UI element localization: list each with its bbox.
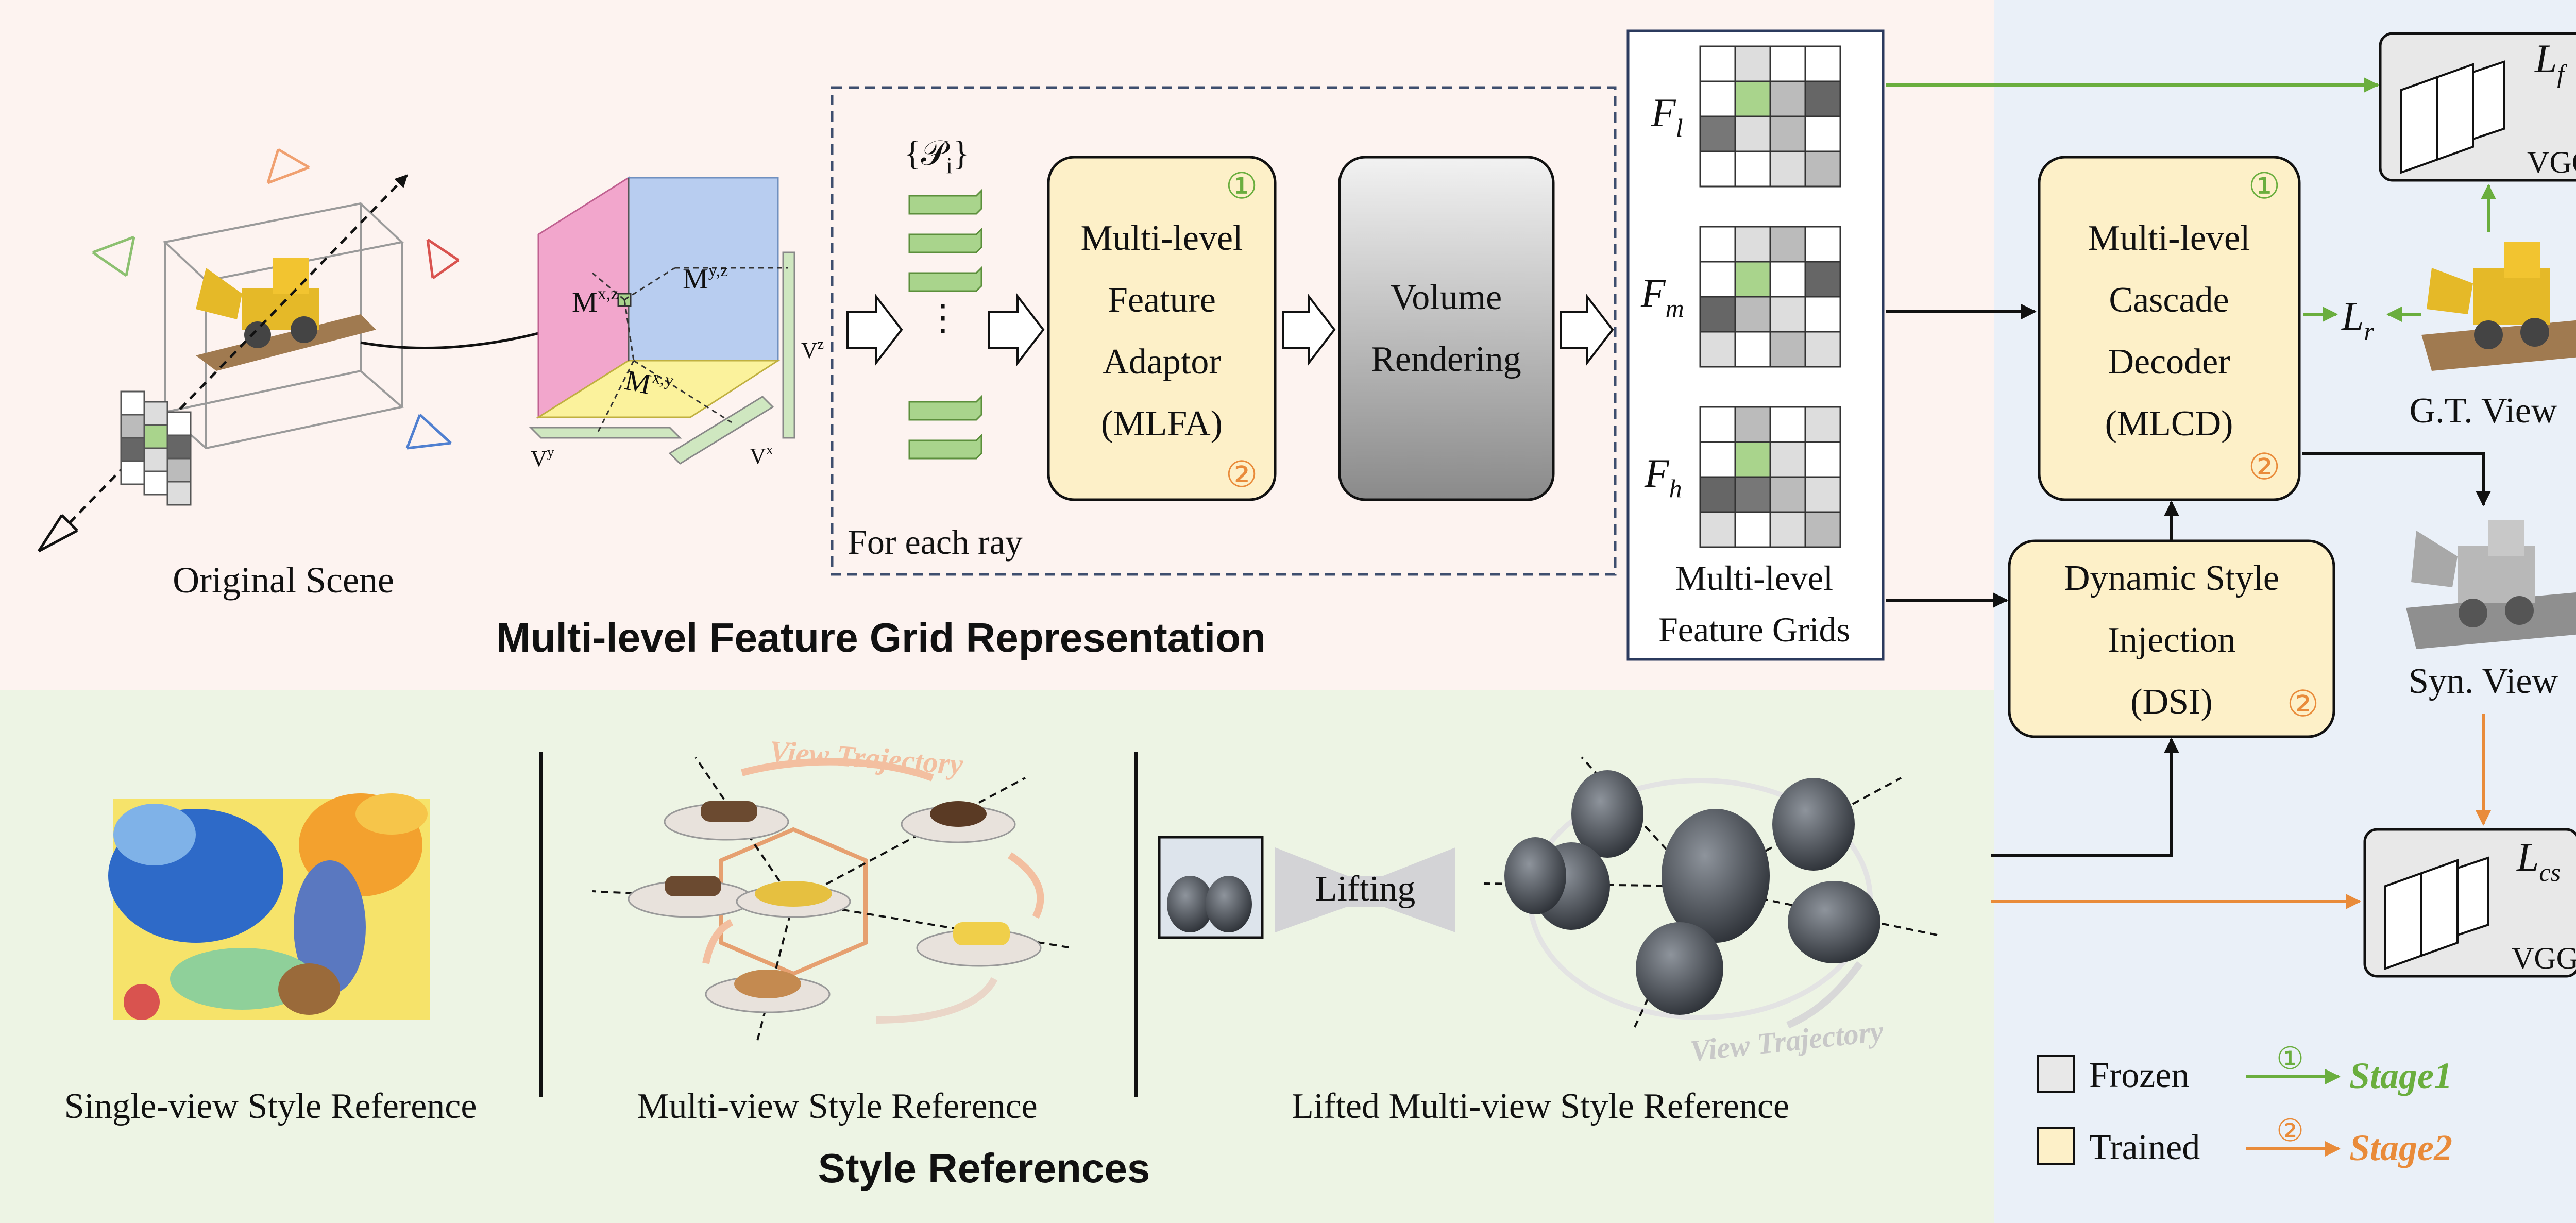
original-scene: Original Scene [37,148,625,601]
vgg-top-label: VGG [2527,145,2576,179]
mlcd-module [2038,156,2301,501]
vgg-bottom: VGG Lcs [2363,828,2576,978]
multi-view-style-image [592,756,1072,1041]
lifted-multi-view-image [1483,756,1938,1031]
dsi-line-2: Injection [2108,620,2236,660]
feature-grids-caption-2: Feature Grids [1658,610,1850,649]
dsi-stage2-badge: ② [2287,683,2319,725]
single-view-caption: Single-view Style Reference [64,1086,477,1126]
gt-view-image [2421,242,2576,371]
mlcd-line-2: Cascade [2109,280,2229,320]
camera-icon-red [426,238,460,280]
plane-label-xy: Mx,y [622,362,675,405]
feature-grid-m-label: Fm [1640,270,1684,322]
bulldozer-icon [196,258,376,371]
legend-frozen-label: Frozen [2089,1056,2189,1095]
syn-view-image [2406,520,2576,649]
legend-stage1-num: ① [2276,1041,2304,1077]
legend-stage2-num: ② [2276,1113,2304,1149]
image-plane-grid [120,390,192,506]
loss-r-label: Lr [2341,294,2374,346]
section-title-grid-representation: Multi-level Feature Grid Representation [496,615,1266,660]
volume-rendering-line-2: Rendering [1371,339,1521,379]
feature-grid-l [1699,45,1841,188]
mlcd-stage1-badge: ① [2248,165,2281,207]
mlcd-line-3: Decoder [2108,342,2230,382]
sampled-points [908,189,982,460]
original-scene-caption: Original Scene [173,559,394,601]
vector-label-z: Vz [801,336,824,363]
vgg-bottom-label: VGG [2512,941,2576,975]
legend-stage2-label: Stage2 [2349,1127,2452,1168]
feature-grid-h [1699,406,1841,548]
ray-block-border [831,86,1617,576]
lifting-shape [1275,847,1455,932]
loss-cs-label: Lcs [2516,835,2561,887]
legend-trained-label: Trained [2089,1128,2200,1167]
section-title-style-references: Style References [818,1145,1150,1191]
plane-label-xz: Mx,z [572,284,618,318]
vector-label-y: Vy [531,445,554,471]
hollow-arrow-2 [988,293,1045,366]
gt-view-caption: G.T. View [2410,391,2557,431]
plane-label-yz: My,z [683,261,728,295]
vgg-top: VGG Lf [2379,32,2576,182]
lifting-input-image [1158,836,1264,939]
for-each-ray-label: For each ray [848,522,1023,562]
mlcd-stage2-badge: ② [2248,446,2281,488]
hollow-arrow-4 [1560,293,1614,366]
feature-grid-m [1699,226,1841,368]
dsi-line-3: (DSI) [2130,682,2212,722]
points-label: {𝒫i} [904,133,970,178]
lifting-label: Lifting [1315,869,1415,909]
mlfa-stage2-badge: ② [1226,453,1258,496]
camera-icon-green [92,235,135,277]
feature-grids-caption-1: Multi-level [1675,558,1833,598]
feature-grid-h-label: Fh [1644,451,1682,503]
hollow-arrow-3 [1282,293,1336,366]
syn-view-caption: Syn. View [2409,661,2558,701]
mlfa-stage1-badge: ① [1226,165,1258,207]
dsi-line-1: Dynamic Style [2064,558,2279,598]
mlfa-line-2: Feature [1108,280,1216,320]
mlcd-line-1: Multi-level [2088,218,2250,258]
arrow-styles-to-dsi [1991,738,2179,857]
legend-trained-swatch [2037,1127,2075,1165]
mlfa-line-1: Multi-level [1081,218,1243,258]
volume-rendering-module [1338,156,1555,501]
lifted-multi-view-caption: Lifted Multi-view Style Reference [1292,1086,1789,1126]
points-ellipsis: ⋮ [925,298,961,338]
hollow-arrow-1 [846,293,903,366]
mlcd-line-4: (MLCD) [2105,404,2233,444]
feature-grid-l-label: Fl [1651,90,1683,142]
multi-view-caption: Multi-view Style Reference [637,1086,1038,1126]
vector-label-x: Vx [750,442,773,469]
camera-icon-blue [405,414,452,450]
volume-rendering-line-1: Volume [1391,278,1502,317]
arrow-mlcd-to-syn [2302,452,2491,506]
triplane-representation: Mx,z My,z Mx,y Vz Vy Vx [529,176,824,471]
mlfa-module [1047,156,1277,501]
dsi-module [2008,539,2335,738]
legend-frozen-swatch [2037,1055,2075,1093]
camera-icon-orange [266,148,310,184]
legend-stage1-label: Stage1 [2349,1055,2452,1096]
single-view-style-image [108,793,430,1020]
mlfa-line-3: Adaptor [1103,342,1221,382]
legend: Frozen Trained ① Stage1 ② Stage2 [2037,1041,2452,1168]
mlfa-line-4: (MLFA) [1101,404,1223,444]
